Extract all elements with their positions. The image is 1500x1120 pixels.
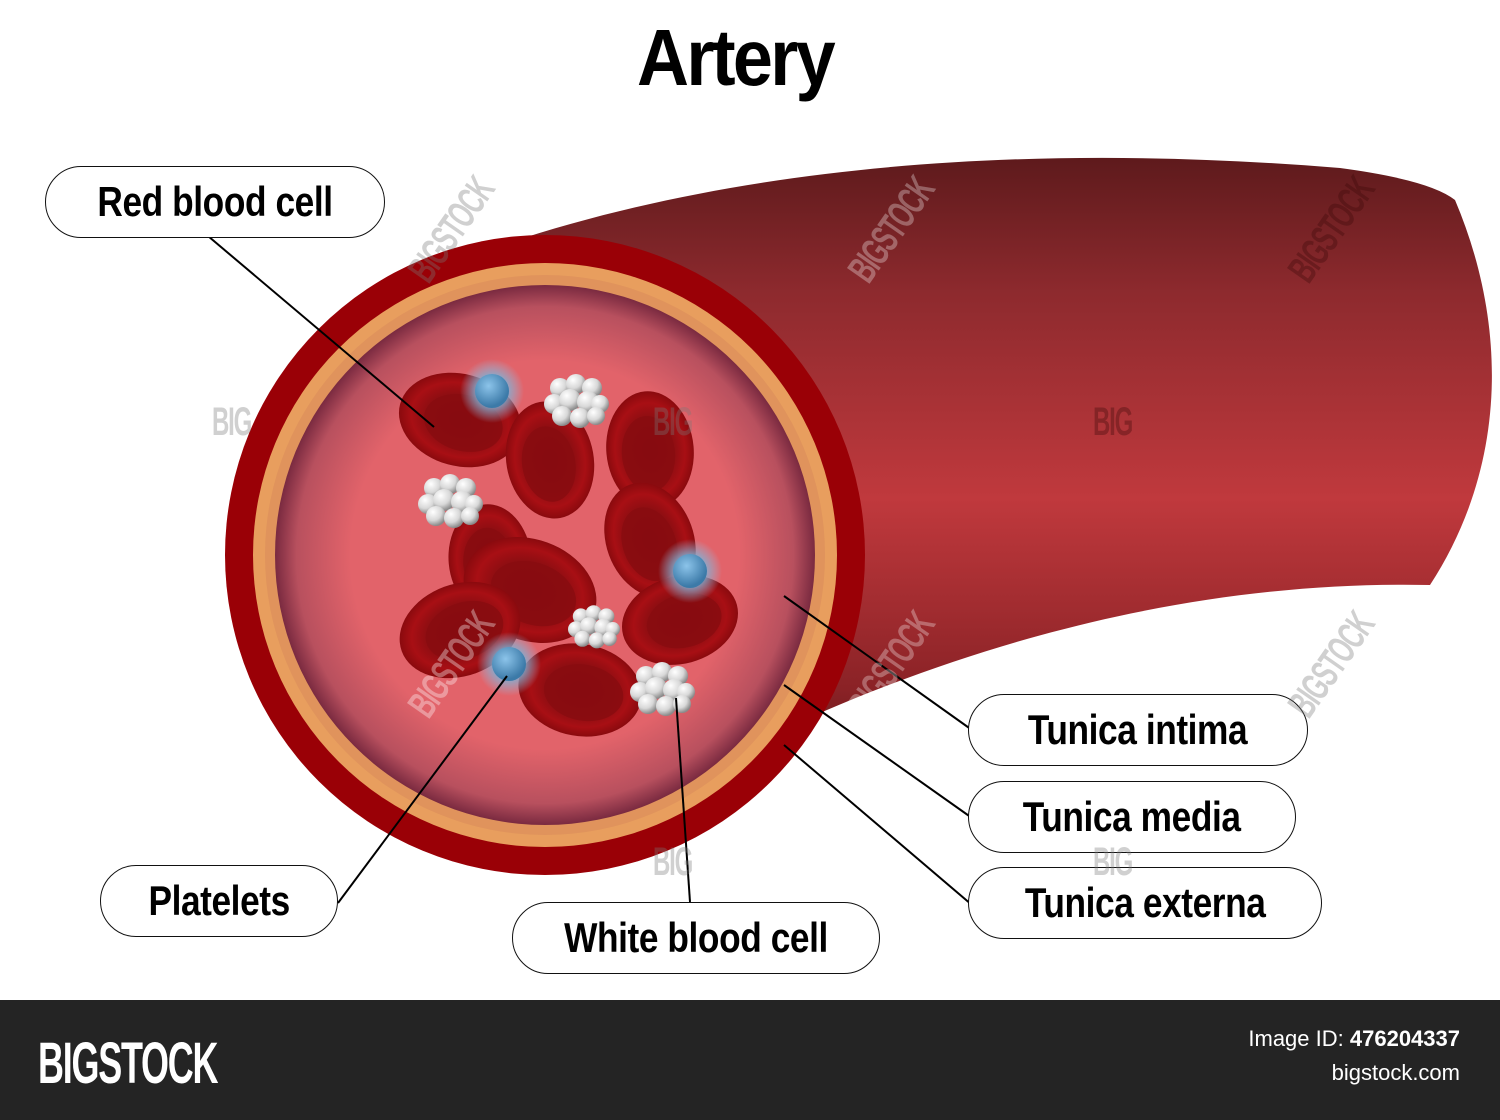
image-id-label: Image ID: [1248,1026,1344,1051]
white-blood-cell [658,539,722,603]
leader-lines [207,235,973,906]
label-red-blood-cell: Red blood cell [45,166,385,238]
bigstock-logo: BIGSTOCK [38,1031,218,1096]
artery-illustration [207,157,1492,906]
diagram-title: Artery [637,13,836,102]
image-id-line: Image ID: 476204337 [1248,1022,1460,1056]
label-platelets: Platelets [100,865,338,937]
label-tunica-intima: Tunica intima [968,694,1308,766]
white-blood-cell [460,359,524,423]
white-blood-cell [477,632,541,696]
label-tunica-externa: Tunica externa [968,867,1322,939]
label-tunica-media: Tunica media [968,781,1296,853]
label-white-blood-cell: White blood cell [512,902,880,974]
image-meta: Image ID: 476204337 bigstock.com [1248,1022,1460,1090]
footer-bar: BIGSTOCK Image ID: 476204337 bigstock.co… [0,1000,1500,1120]
site-link[interactable]: bigstock.com [1331,1060,1460,1085]
image-id-value: 476204337 [1349,1026,1460,1051]
